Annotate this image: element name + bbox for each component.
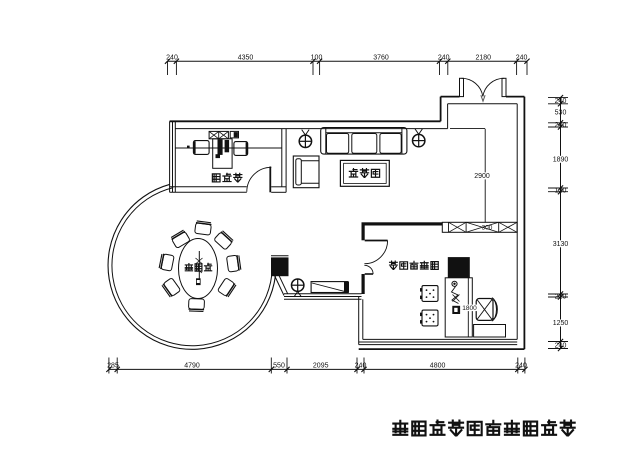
svg-text:240: 240: [555, 122, 567, 129]
svg-text:3760: 3760: [373, 54, 389, 61]
svg-text:240: 240: [438, 54, 450, 61]
svg-text:4350: 4350: [238, 54, 254, 61]
svg-text:240: 240: [166, 54, 178, 61]
svg-text:4800: 4800: [430, 362, 446, 369]
svg-text:240: 240: [355, 362, 367, 369]
svg-text:3130: 3130: [553, 241, 569, 248]
svg-text:530: 530: [555, 110, 567, 117]
svg-text:285: 285: [107, 362, 119, 369]
svg-text:2900: 2900: [474, 173, 490, 180]
svg-text:1800: 1800: [462, 305, 477, 312]
svg-text:1250: 1250: [553, 320, 569, 327]
svg-text:240: 240: [515, 362, 527, 369]
svg-text:1890: 1890: [553, 156, 569, 163]
svg-text:4790: 4790: [184, 362, 200, 369]
svg-text:240: 240: [555, 343, 567, 350]
svg-text:2180: 2180: [476, 54, 492, 61]
svg-text:550: 550: [273, 362, 285, 369]
svg-text:100: 100: [311, 54, 323, 61]
svg-text:240: 240: [555, 98, 567, 105]
svg-text:300: 300: [482, 225, 493, 232]
svg-text:2095: 2095: [313, 362, 329, 369]
svg-text:240: 240: [516, 54, 528, 61]
svg-text:120: 120: [555, 188, 567, 195]
svg-text:220: 220: [555, 293, 567, 300]
